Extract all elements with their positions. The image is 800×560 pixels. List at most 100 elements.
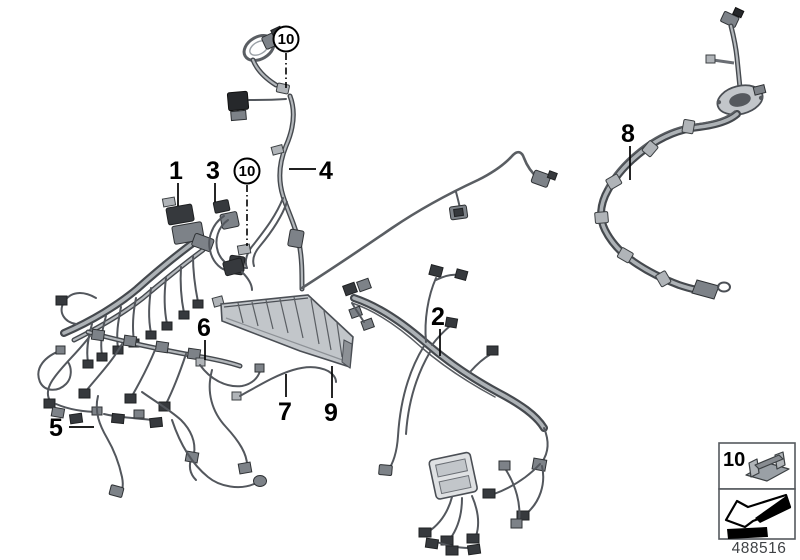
cable-clip — [681, 118, 696, 135]
connector — [124, 393, 137, 404]
harness-2 — [342, 264, 549, 556]
callout-6-label[interactable]: 6 — [197, 314, 211, 342]
callout-6: 6 — [197, 314, 211, 360]
direction-arrow-icon — [724, 493, 792, 539]
connector — [165, 203, 195, 226]
connector — [154, 340, 170, 354]
connector — [378, 464, 393, 476]
connector — [530, 169, 552, 188]
connector — [428, 264, 444, 278]
connector — [516, 510, 530, 521]
callout-10-mid-label[interactable]: 10 — [239, 163, 256, 180]
connector — [222, 257, 245, 277]
connector — [486, 345, 499, 356]
cable-clip — [270, 143, 285, 156]
callout-5-label[interactable]: 5 — [49, 414, 63, 442]
cable-clip — [236, 243, 252, 256]
connector — [78, 388, 91, 399]
connector — [108, 484, 125, 498]
connector — [546, 170, 558, 181]
connector — [752, 84, 767, 96]
harness-4 — [226, 25, 558, 292]
connector — [720, 11, 740, 28]
callout-4-label[interactable]: 4 — [319, 157, 333, 185]
coil-bracket — [428, 451, 478, 500]
connector — [418, 527, 432, 538]
cable-duct-9 — [211, 294, 354, 369]
callout-2: 2 — [431, 303, 445, 356]
callout-8-label[interactable]: 8 — [621, 120, 635, 148]
cable-clip — [641, 140, 659, 158]
connector — [186, 347, 202, 361]
connector — [230, 109, 247, 122]
bracket — [287, 228, 305, 249]
callout-1: 1 — [169, 157, 183, 206]
cable-clip — [605, 173, 623, 190]
connector — [498, 460, 511, 471]
callout-10-mid: 10 — [233, 157, 261, 246]
legend: 10 488516 — [718, 442, 796, 557]
callout-3: 3 — [206, 157, 220, 202]
cable-clip — [594, 211, 609, 224]
connector — [122, 334, 138, 348]
connector — [254, 363, 265, 373]
callout-10-top-label[interactable]: 10 — [278, 31, 295, 48]
harness-8 — [594, 6, 767, 300]
cable-clip — [616, 247, 634, 264]
connector — [50, 406, 66, 419]
callout-7-label[interactable]: 7 — [278, 398, 292, 426]
callout-9: 9 — [324, 366, 338, 427]
connector — [178, 310, 190, 320]
cable-clip-icon — [745, 451, 790, 482]
connector — [110, 412, 125, 425]
connector — [226, 90, 250, 112]
part-number: 488516 — [732, 540, 787, 557]
harness-1 — [37, 196, 267, 498]
callouts: 1 3 10 10 4 8 2 6 — [49, 25, 635, 442]
callout-8: 8 — [621, 120, 635, 180]
wire-6 — [195, 357, 265, 475]
cable-clip — [655, 270, 672, 288]
wire-7 — [231, 366, 337, 401]
connector — [424, 537, 440, 550]
connector — [192, 299, 204, 309]
connector — [342, 281, 358, 297]
callout-10-top: 10 — [272, 25, 300, 88]
connector — [454, 268, 469, 281]
cable-clip — [275, 82, 290, 95]
callout-5: 5 — [49, 414, 94, 442]
callout-3-label[interactable]: 3 — [206, 157, 220, 185]
harness-3 — [208, 199, 253, 291]
connector — [55, 345, 66, 355]
callout-10-mid-ring — [233, 157, 261, 185]
connector — [133, 409, 145, 419]
connector — [68, 412, 84, 425]
end-bracket — [691, 279, 720, 300]
connector — [145, 330, 157, 340]
callout-1-label[interactable]: 1 — [169, 157, 183, 185]
cable-clip — [705, 54, 716, 64]
connector — [149, 416, 164, 429]
connector — [445, 545, 459, 556]
connector — [43, 398, 56, 409]
grommet-plate — [716, 84, 764, 116]
connector — [466, 543, 482, 556]
connector — [482, 488, 496, 499]
connector — [356, 277, 372, 293]
connector — [237, 461, 253, 475]
connector — [82, 359, 94, 369]
connector — [732, 6, 745, 19]
connector — [453, 207, 465, 218]
callout-4: 4 — [289, 157, 333, 185]
callout-2-label[interactable]: 2 — [431, 303, 445, 331]
connector — [219, 211, 240, 230]
round-sensor — [253, 475, 267, 487]
callout-9-label[interactable]: 9 — [324, 399, 338, 427]
connector — [161, 321, 173, 331]
callout-7: 7 — [278, 374, 292, 426]
connector — [161, 196, 177, 208]
wire-5 — [95, 395, 125, 498]
connector — [90, 328, 106, 342]
